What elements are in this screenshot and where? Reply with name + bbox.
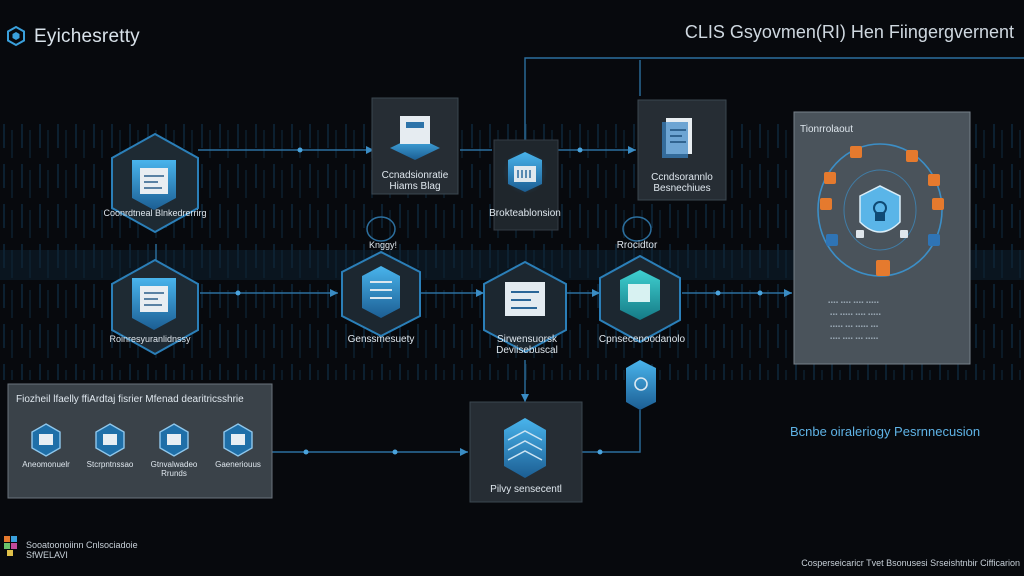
panel-icon-4[interactable] (223, 423, 253, 457)
node-upper-right-caption: Ccndsorannlo Besnechiues (651, 172, 713, 194)
connector-dots (235, 147, 763, 455)
node-upper-right-box[interactable] (637, 99, 727, 201)
left-panel-item-2: Stcrpntnssao (86, 460, 134, 469)
footer-right-text: Cosperseicaricr Tvet Bsonusesi Srseishtn… (801, 558, 1020, 568)
page-title: CLIS Gsyovmen(RI) Hen Fiingergvernent (684, 22, 1014, 42)
layered-stack-icon (504, 418, 546, 478)
badge-rings (366, 216, 652, 242)
node-top-left-caption: Coonrdtneal Blnkedrerrirg (103, 208, 207, 218)
node-mid-left-hex[interactable] (111, 258, 199, 356)
node-row2-center-caption: Sirwensuorsk Deviisebuscal (496, 334, 558, 356)
right-caption-accent: Bcnbe oiraleriogy Pesrnnecusion (790, 424, 981, 439)
footer-logo-icon (4, 536, 17, 556)
connector-arrowheads (330, 146, 792, 456)
key-icon (634, 377, 648, 391)
left-panel-item-3: Gtnvalwadeo Rrunds (150, 460, 198, 478)
panel-icon-1[interactable] (31, 423, 61, 457)
node-row2-right[interactable] (599, 254, 681, 344)
node-bottom-center-caption: Pilvy sensecentl (490, 484, 562, 495)
left-panel-title: Fiozheil lfaelly ffiArdtaj fisrier Mfena… (16, 394, 244, 405)
node-top-center-caption: Ccnadsionratie Hiams Blag (381, 170, 449, 192)
right-info-panel (793, 111, 971, 365)
node-row2-left[interactable] (341, 250, 421, 338)
left-bottom-panel (7, 383, 273, 499)
node-top-center-badge: Knggy! (368, 240, 398, 250)
node-mid-left-caption: Roinresyuranlidnssy (109, 334, 191, 344)
server-cube-icon (362, 266, 400, 318)
left-panel-item-1: Aneomonuelr (22, 460, 70, 469)
panel-icon-3[interactable] (159, 423, 189, 457)
node-upper-middle-caption: Brokteablonsion (489, 208, 561, 219)
brand-title: Eyichesretty (34, 26, 140, 47)
brand-hex-icon (7, 25, 25, 47)
node-row2-right-caption: Cpnsecenoodanolo (598, 334, 686, 345)
node-row2-center[interactable] (483, 260, 567, 354)
node-upper-right-badge: Rrocidtor (616, 240, 658, 251)
node-upper-middle[interactable] (493, 139, 559, 231)
panel-icon-2[interactable] (95, 423, 125, 457)
node-small-cube[interactable] (626, 360, 656, 410)
node-top-left-hex[interactable] (111, 132, 199, 234)
shield-lock-icon (859, 185, 901, 233)
node-row2-left-caption: Genssmesuety (347, 334, 415, 345)
right-panel-title: Tionrrolaout (800, 124, 853, 135)
node-top-center-box[interactable] (371, 97, 459, 195)
footer-left-text: Sooatoonoiinn Cnlsociadoie SfWELAVI (26, 540, 138, 560)
node-bottom-center-box[interactable] (469, 401, 583, 503)
left-panel-item-4: Gaeneriouus (215, 460, 261, 469)
orbit-app-icons (820, 146, 944, 276)
